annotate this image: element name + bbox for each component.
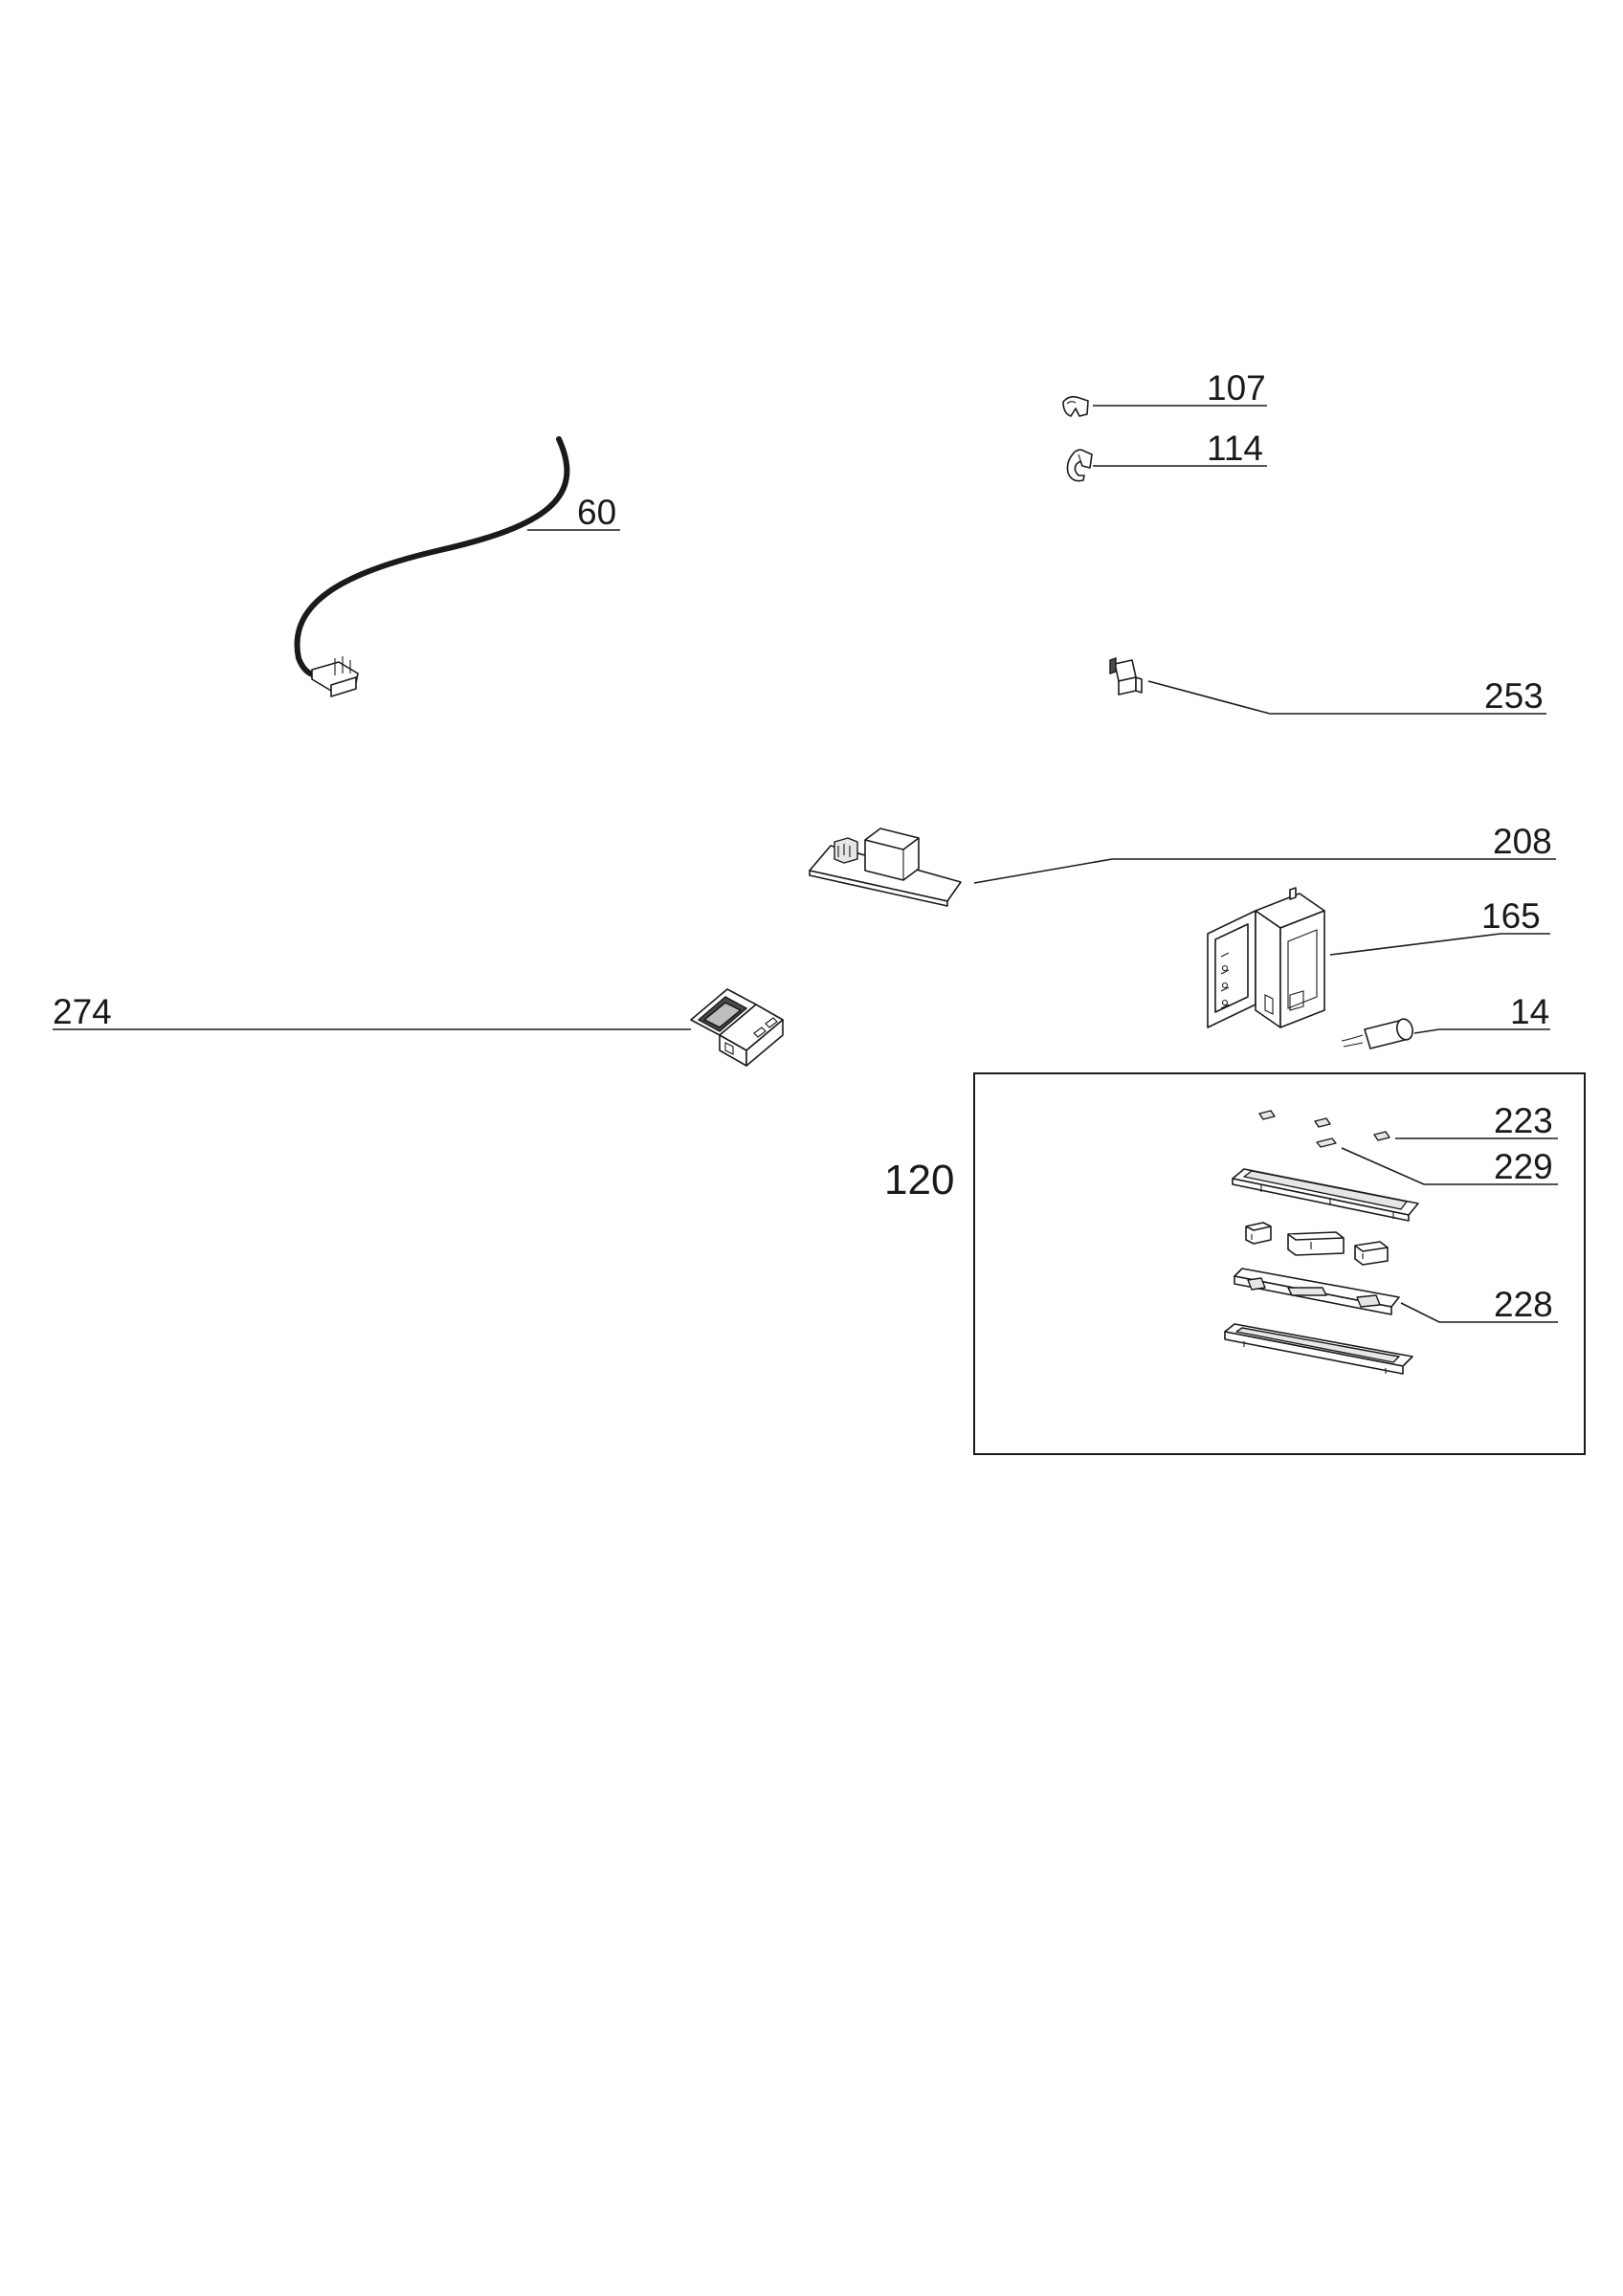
leader-208 bbox=[973, 858, 1556, 884]
label-114: 114 bbox=[1207, 429, 1263, 468]
leader-14 bbox=[1413, 1028, 1550, 1034]
part-229-pad[interactable] bbox=[1316, 1137, 1337, 1148]
label-14: 14 bbox=[1510, 992, 1549, 1031]
leader-165 bbox=[1329, 933, 1550, 956]
part-165-terminal-box[interactable] bbox=[1207, 887, 1325, 1028]
leader-229 bbox=[1341, 1147, 1558, 1185]
part-228-led-board[interactable] bbox=[1234, 1268, 1400, 1315]
part-60-power-cord[interactable] bbox=[294, 436, 570, 697]
part-114-hook-clip[interactable] bbox=[1066, 449, 1093, 482]
label-274: 274 bbox=[53, 992, 112, 1031]
label-165: 165 bbox=[1481, 896, 1541, 936]
label-60: 60 bbox=[577, 493, 616, 532]
label-228: 228 bbox=[1494, 1285, 1553, 1324]
label-229: 229 bbox=[1494, 1147, 1553, 1186]
part-274-junction-box[interactable] bbox=[690, 988, 784, 1067]
led-connector-blocks[interactable] bbox=[1245, 1222, 1389, 1266]
led-bottom-housing[interactable] bbox=[1224, 1323, 1413, 1375]
label-223: 223 bbox=[1494, 1101, 1553, 1140]
leader-253 bbox=[1147, 680, 1546, 715]
part-223-pads[interactable] bbox=[1258, 1110, 1390, 1141]
label-107: 107 bbox=[1207, 368, 1266, 408]
label-253: 253 bbox=[1484, 676, 1544, 716]
led-top-cover[interactable] bbox=[1232, 1168, 1419, 1222]
part-253-switch[interactable] bbox=[1109, 657, 1143, 695]
part-14-capacitor[interactable] bbox=[1341, 1017, 1414, 1049]
part-208-ballast[interactable] bbox=[809, 828, 962, 907]
label-208: 208 bbox=[1493, 822, 1552, 861]
leader-228 bbox=[1400, 1302, 1558, 1323]
part-107-clip[interactable] bbox=[1062, 395, 1089, 417]
assembly-120-frame bbox=[973, 1072, 1586, 1455]
label-120: 120 bbox=[884, 1157, 954, 1203]
